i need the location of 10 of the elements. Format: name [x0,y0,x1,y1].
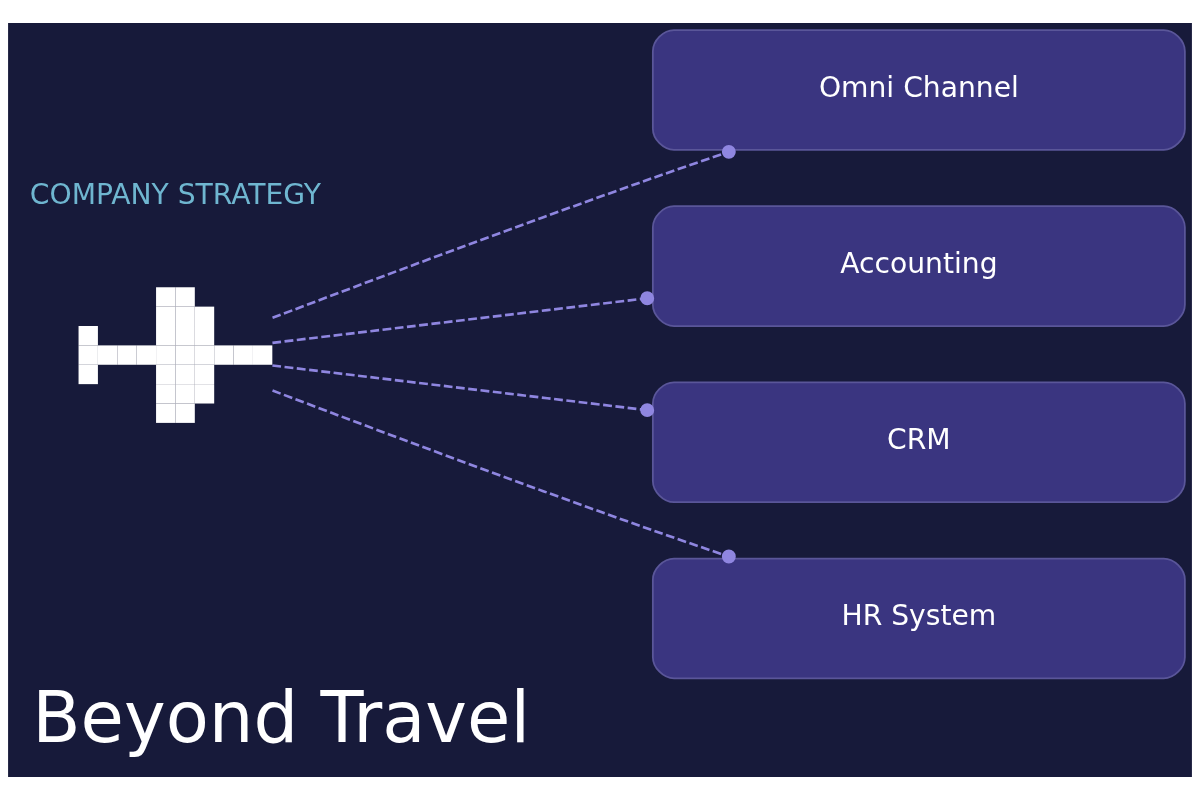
node-box: Omni Channel [651,29,1186,151]
node-box: CRM [651,381,1186,504]
node-box: Accounting [651,205,1186,327]
connector [272,364,655,418]
connector [272,291,655,345]
connector [272,144,736,320]
diagram-title: Beyond Travel [32,676,530,759]
connector [272,389,736,564]
label: COMPANY STRATEGY [29,178,321,212]
node-box: HR System [651,557,1186,680]
